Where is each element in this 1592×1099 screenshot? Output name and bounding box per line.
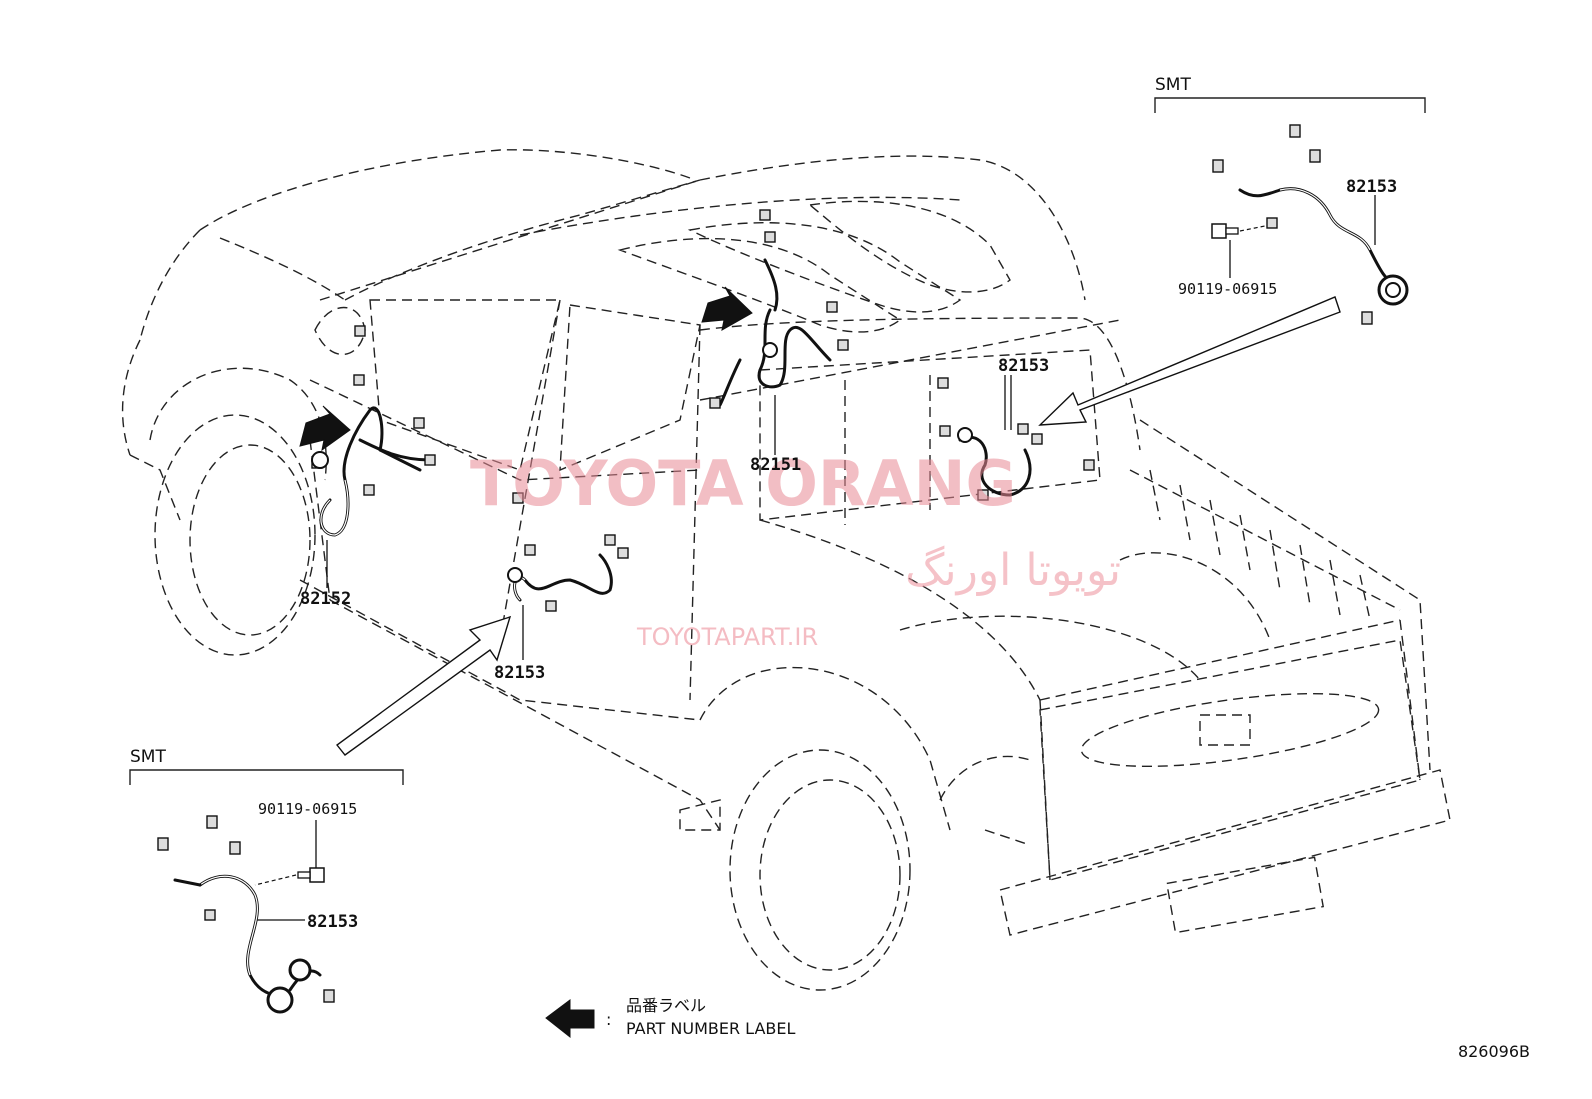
connector-icon bbox=[837, 339, 849, 351]
part-label-82151[interactable]: 82151 bbox=[750, 455, 801, 475]
connector-icon bbox=[157, 837, 169, 851]
connector-icon bbox=[204, 909, 216, 921]
smt-bracket-top bbox=[1154, 97, 1426, 113]
connector-icon bbox=[977, 489, 989, 501]
connector-icon bbox=[229, 841, 241, 855]
watermark-brand: TOYOTA ORANG bbox=[470, 447, 1016, 520]
connector-icon bbox=[424, 454, 436, 466]
connector-icon bbox=[1083, 459, 1095, 471]
legend: : 品番ラベル PART NUMBER LABEL bbox=[606, 996, 795, 1038]
smt-label-bottom: SMT bbox=[130, 747, 166, 767]
connector-icon bbox=[413, 417, 425, 429]
connector-icon bbox=[764, 231, 776, 243]
connector-icon bbox=[709, 397, 721, 409]
connector-icon bbox=[617, 547, 629, 559]
connector-icon bbox=[545, 600, 557, 612]
hollow-arrow-icon bbox=[335, 615, 512, 756]
part-label-90119-top[interactable]: 90119-06915 bbox=[1178, 280, 1277, 298]
connector-icon bbox=[323, 989, 335, 1003]
grommets bbox=[266, 274, 1409, 1014]
watermark-persian: تویوتا اورنگ bbox=[905, 545, 1121, 596]
connectors bbox=[157, 124, 1373, 1003]
connector-icon bbox=[353, 374, 365, 386]
connector-icon bbox=[354, 325, 366, 337]
connector-icon bbox=[524, 544, 536, 556]
legend-english: PART NUMBER LABEL bbox=[626, 1019, 795, 1038]
connector-icon bbox=[512, 492, 524, 504]
watermark-url: TOYOTAPART.IR bbox=[636, 623, 818, 651]
connector-icon bbox=[604, 534, 616, 546]
legend-japanese: 品番ラベル bbox=[626, 996, 706, 1015]
diagram-code: 826096B bbox=[1458, 1042, 1530, 1061]
smt-bracket-bottom bbox=[129, 769, 404, 785]
harness-smt-top[interactable] bbox=[1238, 187, 1402, 292]
legend-colon: : bbox=[606, 1010, 611, 1029]
smt-label-top: SMT bbox=[1155, 75, 1191, 95]
connector-icon bbox=[1212, 159, 1224, 173]
connector-icon bbox=[826, 301, 838, 313]
harness-rear-right[interactable] bbox=[958, 436, 1032, 497]
connector-icon bbox=[937, 377, 949, 389]
connector-icon bbox=[1017, 423, 1029, 435]
hollow-arrow-icon bbox=[1038, 296, 1341, 426]
part-label-82152[interactable]: 82152 bbox=[300, 589, 351, 609]
connector-icon bbox=[759, 209, 771, 221]
connector-icon bbox=[363, 484, 375, 496]
vehicle-outline bbox=[121, 149, 1451, 991]
bolt-icon bbox=[254, 867, 325, 886]
part-label-82153-rear-right[interactable]: 82153 bbox=[998, 356, 1049, 376]
black-arrow-icon bbox=[701, 286, 753, 331]
black-arrow-icon bbox=[299, 405, 351, 452]
part-label-82153-smt-bottom[interactable]: 82153 bbox=[307, 912, 358, 932]
connector-icon bbox=[1266, 217, 1278, 229]
harness-rear-door[interactable] bbox=[513, 553, 613, 602]
harness-front-door[interactable] bbox=[319, 406, 432, 537]
connector-icon bbox=[1309, 149, 1321, 163]
connector-icon bbox=[1361, 311, 1373, 325]
leader-lines bbox=[257, 195, 1376, 921]
part-label-82153-smt-top[interactable]: 82153 bbox=[1346, 177, 1397, 197]
legend-arrow-icon bbox=[545, 999, 595, 1039]
connector-icon bbox=[1031, 433, 1043, 445]
part-label-82153-rear-door[interactable]: 82153 bbox=[494, 663, 545, 683]
connector-icon bbox=[939, 425, 951, 437]
harness-roof[interactable] bbox=[718, 258, 832, 407]
connector-icon bbox=[206, 815, 218, 829]
part-label-90119-bottom[interactable]: 90119-06915 bbox=[258, 800, 357, 818]
connector-icon bbox=[1289, 124, 1301, 138]
bolt-icon bbox=[1211, 223, 1266, 239]
